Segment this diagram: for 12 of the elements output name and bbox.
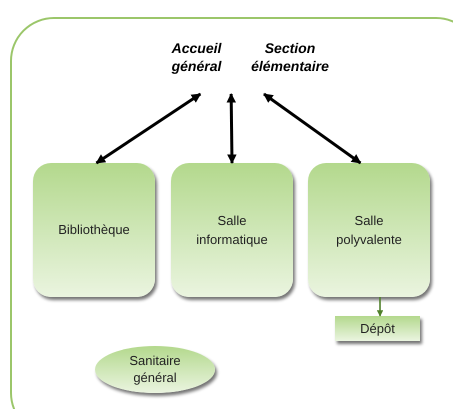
double-arrow [96,92,202,164]
room-box: Bibliothèque [33,163,155,297]
double-arrow [263,92,362,164]
restroom-ellipse: Sanitaire général [95,346,215,393]
area-heading: Accueil général [158,38,235,94]
building-outline [10,17,453,409]
room-box: Salle informatique [171,163,293,297]
area-heading: Section élémentaire [240,38,340,94]
arrow [376,297,384,317]
double-arrow [226,93,237,164]
storage-box: Dépôt [335,316,420,341]
room-box: Salle polyvalente [308,163,430,297]
